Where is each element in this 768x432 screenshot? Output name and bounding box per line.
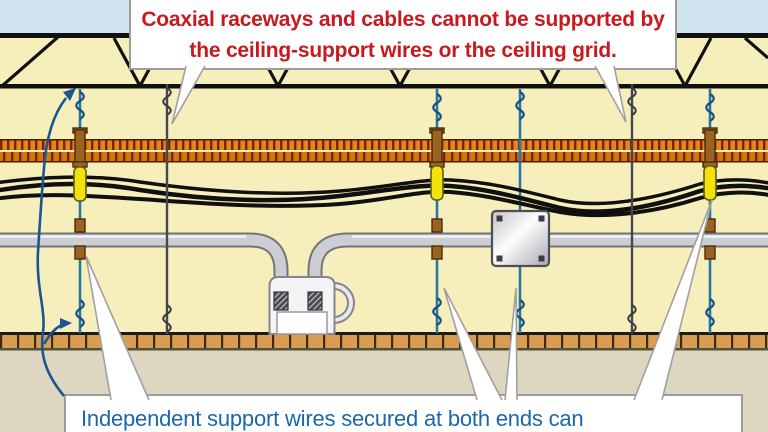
conduit-connector [307, 291, 323, 311]
coaxial-raceway [0, 139, 768, 163]
callout-bottom: Independent support wires secured at bot… [64, 394, 743, 432]
truss-bottom-chord [0, 84, 768, 89]
plenum-space [0, 36, 768, 332]
conduit-run [0, 232, 768, 303]
yellow-cable-ties [73, 165, 717, 202]
ceiling-support-wires [162, 84, 637, 334]
ceiling-grid [0, 332, 768, 351]
ceiling-device-box [268, 276, 355, 335]
callout-top: Coaxial raceways and cables cannot be su… [129, 0, 677, 70]
callout-bottom-text: Independent support wires secured at bot… [81, 406, 584, 431]
callout-top-text: Coaxial raceways and cables cannot be su… [141, 8, 665, 62]
junction-box [490, 209, 551, 268]
conduit-connector [273, 291, 289, 311]
raceway-clamps [72, 127, 718, 168]
